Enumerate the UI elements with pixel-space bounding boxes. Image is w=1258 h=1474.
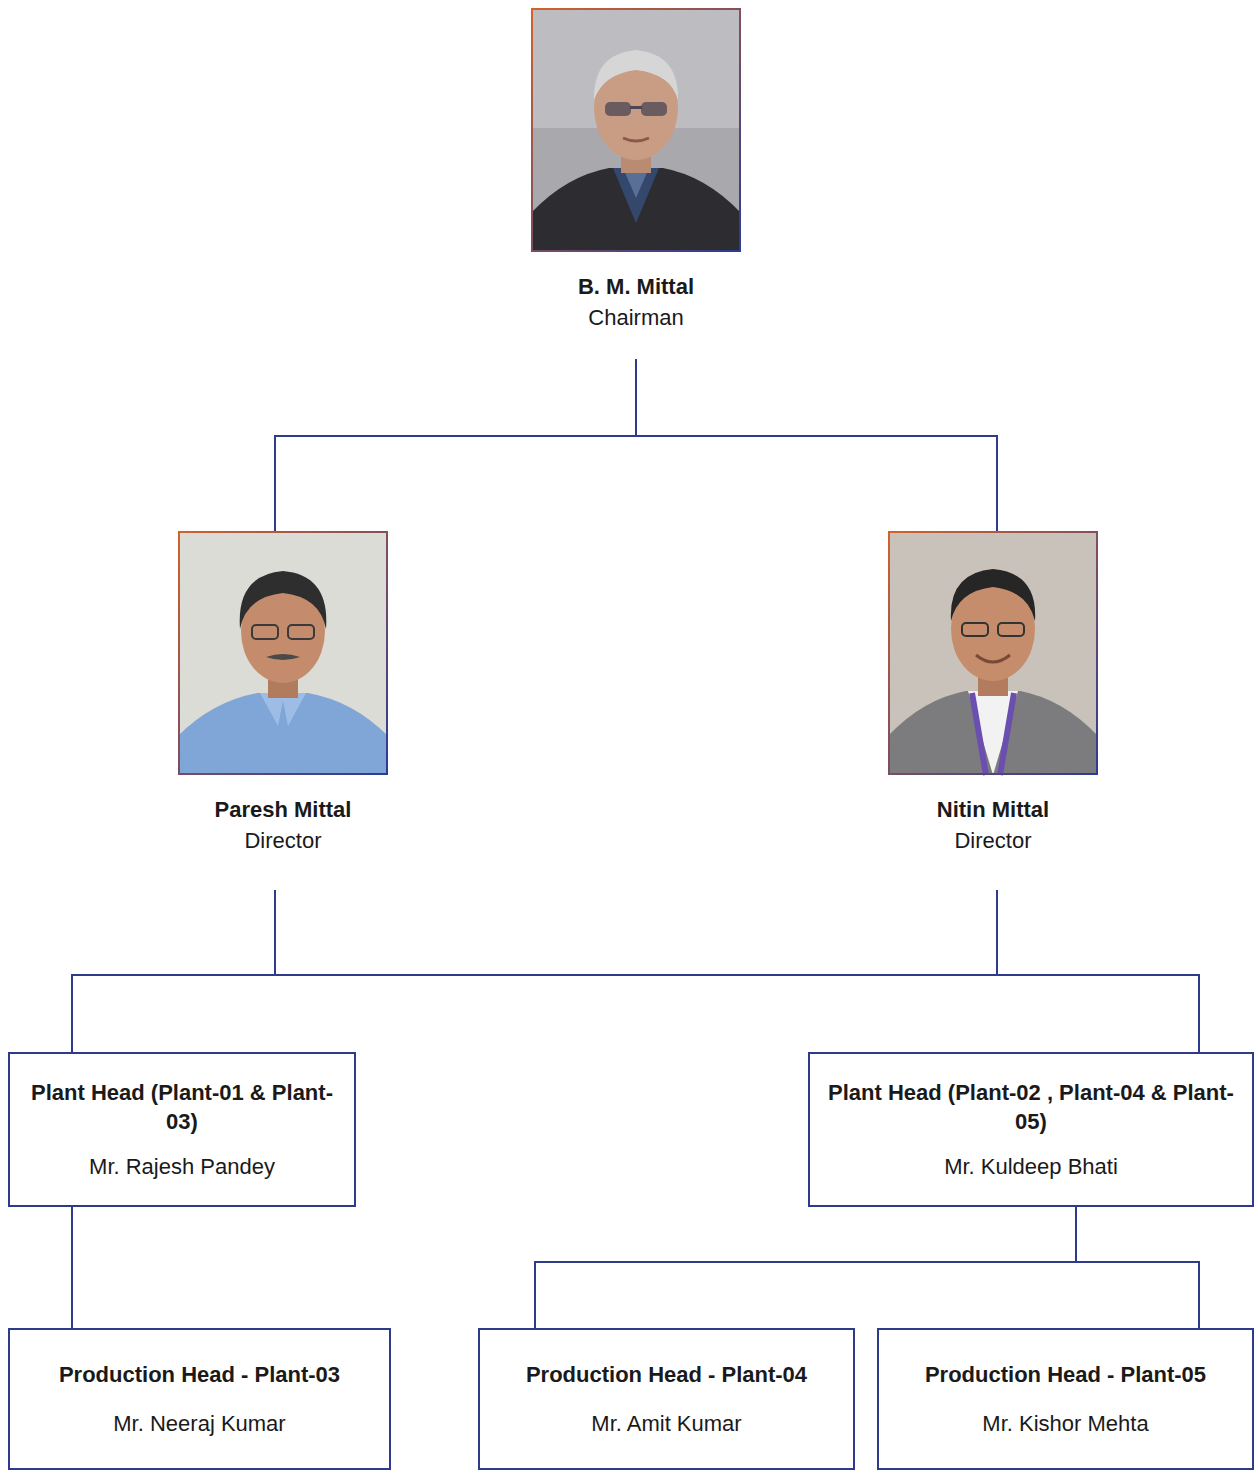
person-role: Director (888, 826, 1098, 855)
person-role: Director (178, 826, 388, 855)
connector (636, 359, 997, 531)
plant-box: Plant Head (Plant-02 , Plant-04 & Plant-… (808, 1052, 1254, 1207)
photo-frame (888, 531, 1098, 775)
box-heading: Production Head - Plant-04 (526, 1360, 807, 1389)
portrait-director-right (888, 531, 1098, 775)
person-name: Nitin Mittal (888, 795, 1098, 824)
box-name: Mr. Kuldeep Bhati (944, 1152, 1118, 1181)
photo-frame (178, 531, 388, 775)
photo-frame (531, 8, 741, 252)
plant-box: Plant Head (Plant-01 & Plant-03) Mr. Raje… (8, 1052, 356, 1207)
box-name: Mr. Neeraj Kumar (113, 1409, 285, 1438)
person-card: Paresh MittalDirector (178, 531, 388, 890)
person-name: Paresh Mittal (178, 795, 388, 824)
plant-box: Production Head - Plant-05Mr. Kishor Meh… (877, 1328, 1254, 1470)
box-name: Mr. Kishor Mehta (982, 1409, 1148, 1438)
plant-box: Production Head - Plant-04Mr. Amit Kumar (478, 1328, 855, 1470)
connector (535, 1207, 1076, 1328)
box-name: Mr. Rajesh Pandey (89, 1152, 275, 1181)
plant-box: Production Head - Plant-03Mr. Neeraj Kum… (8, 1328, 391, 1470)
connector (275, 890, 1199, 1052)
connector (997, 890, 1199, 1052)
box-heading: Production Head - Plant-05 (925, 1360, 1206, 1389)
person-card: Nitin MittalDirector (888, 531, 1098, 890)
connector (275, 359, 636, 531)
box-heading: Plant Head (Plant-02 , Plant-04 & Plant-… (826, 1078, 1236, 1136)
connector (1076, 1207, 1199, 1328)
box-heading: Production Head - Plant-03 (59, 1360, 340, 1389)
person-role: Chairman (531, 303, 741, 332)
connector (72, 890, 997, 1052)
person-card: B. M. MittalChairman (531, 8, 741, 359)
connector (71, 1207, 73, 1328)
portrait-director-left (178, 531, 388, 775)
person-name: B. M. Mittal (531, 272, 741, 301)
portrait-chairman (531, 8, 741, 252)
connector (72, 890, 275, 1052)
box-name: Mr. Amit Kumar (591, 1409, 741, 1438)
box-heading: Plant Head (Plant-01 & Plant-03) (26, 1078, 338, 1136)
